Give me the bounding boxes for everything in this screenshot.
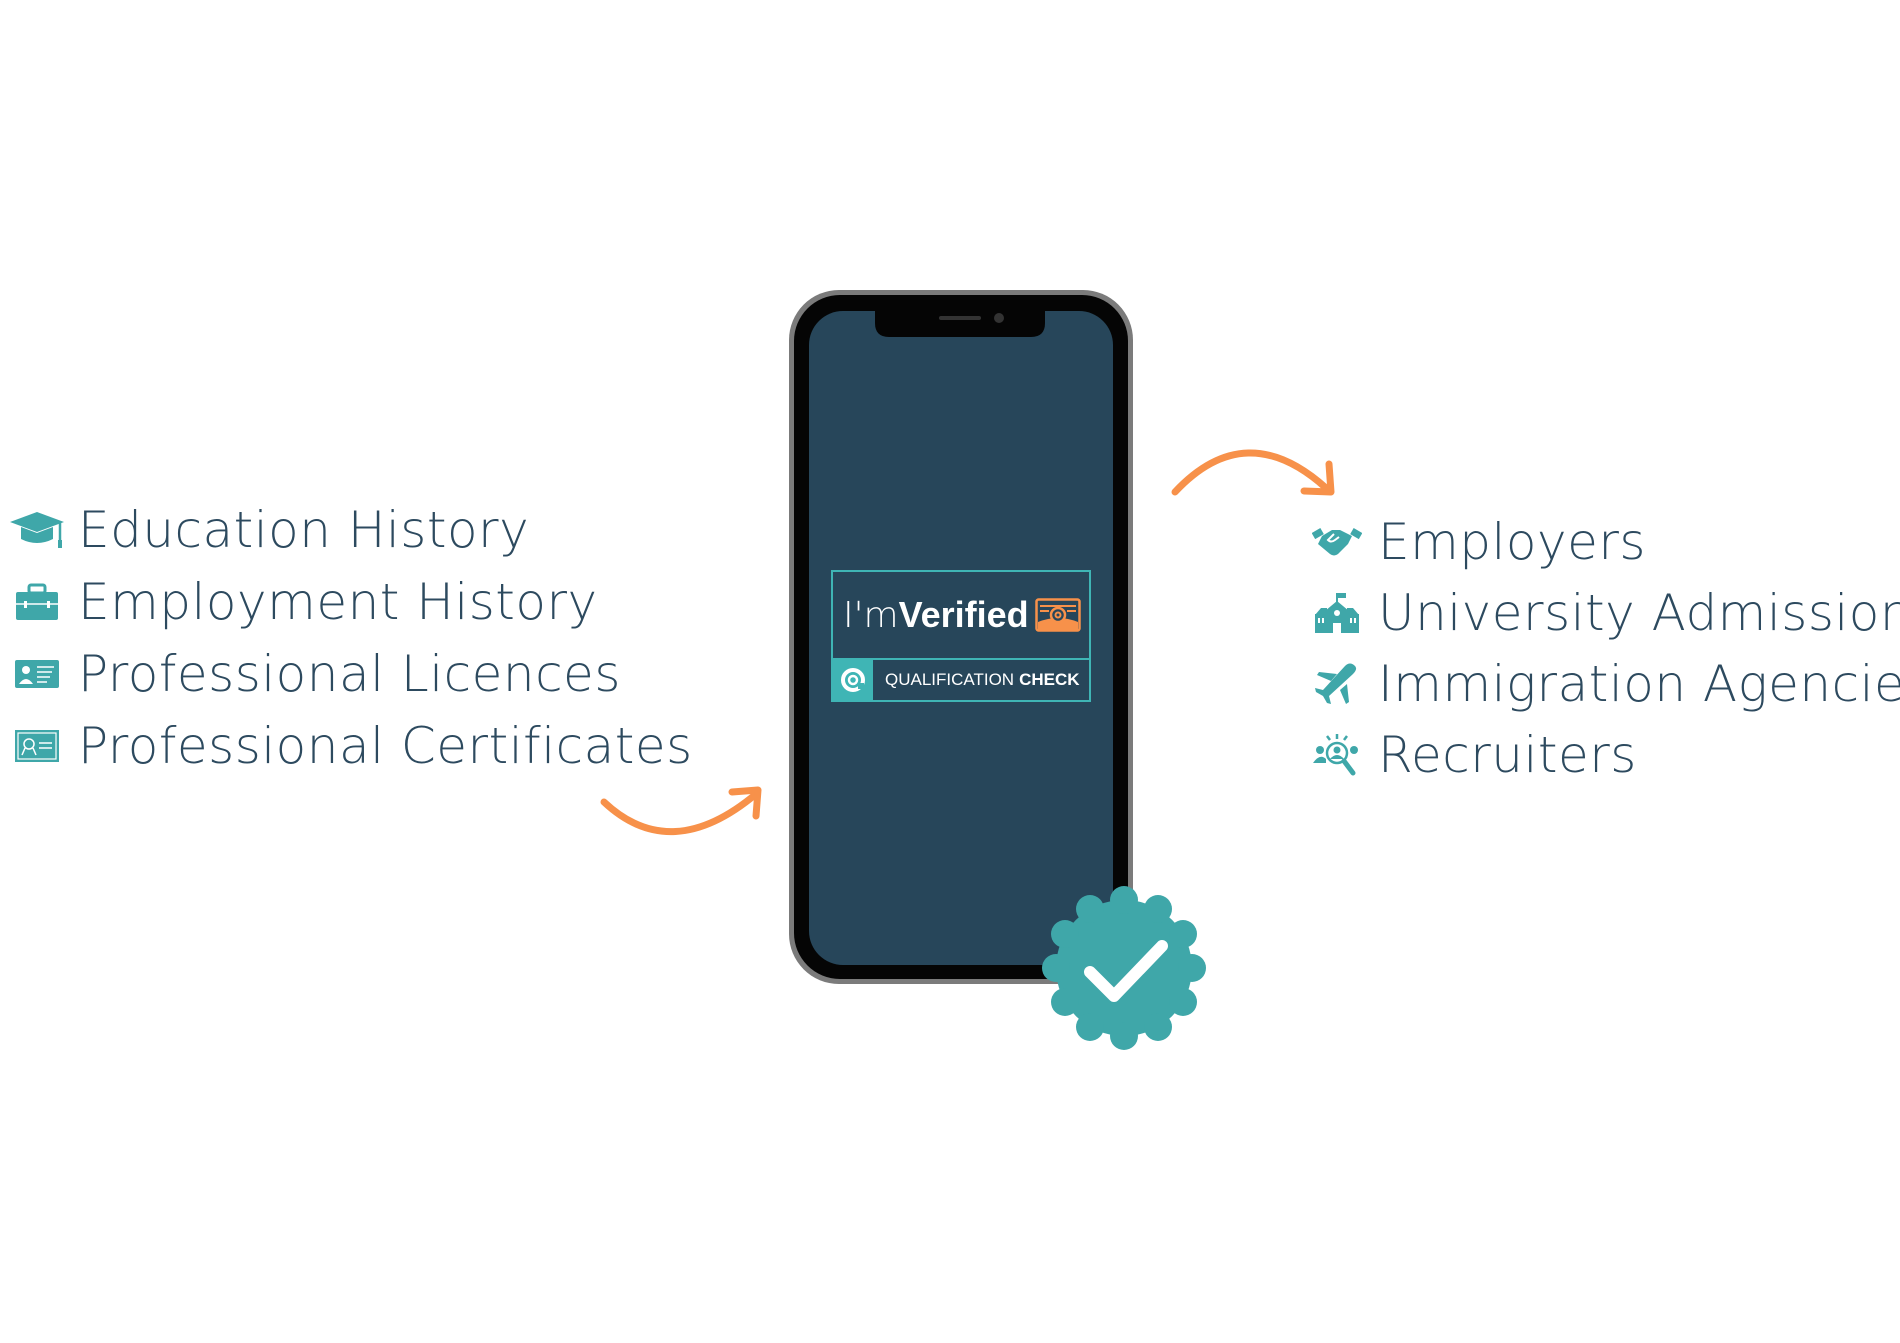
phone-notch [875,311,1045,337]
people-search-icon [1308,730,1366,780]
briefcase-icon [8,577,66,627]
list-item-immigration-agencies: Immigration Agencies [1308,648,1900,720]
list-item-recruiters: Recruiters [1308,719,1637,791]
certificate-icon [8,721,66,771]
school-building-icon [1308,588,1366,638]
airplane-icon [1308,659,1366,709]
list-item-professional-certificates: Professional Certificates [8,710,693,782]
list-item-employers: Employers [1308,506,1646,578]
arrow-left-to-phone [600,786,762,835]
qualification-check-icon [833,660,873,700]
phone-screen [809,311,1113,965]
verified-check-badge-icon [1042,886,1206,1050]
id-card-icon [8,649,66,699]
list-item-employment-history: Employment History [8,566,598,638]
smartphone [789,290,1133,984]
handshake-icon [1308,517,1366,567]
arrow-phone-to-recipients [1171,449,1335,496]
graduation-cap-icon [8,505,66,555]
verified-card-icon [1034,598,1081,632]
list-item-professional-licences: Professional Licences [8,638,621,710]
list-item-education-history: Education History [8,494,529,566]
list-item-university-admissions: University Admissions [1308,577,1900,649]
